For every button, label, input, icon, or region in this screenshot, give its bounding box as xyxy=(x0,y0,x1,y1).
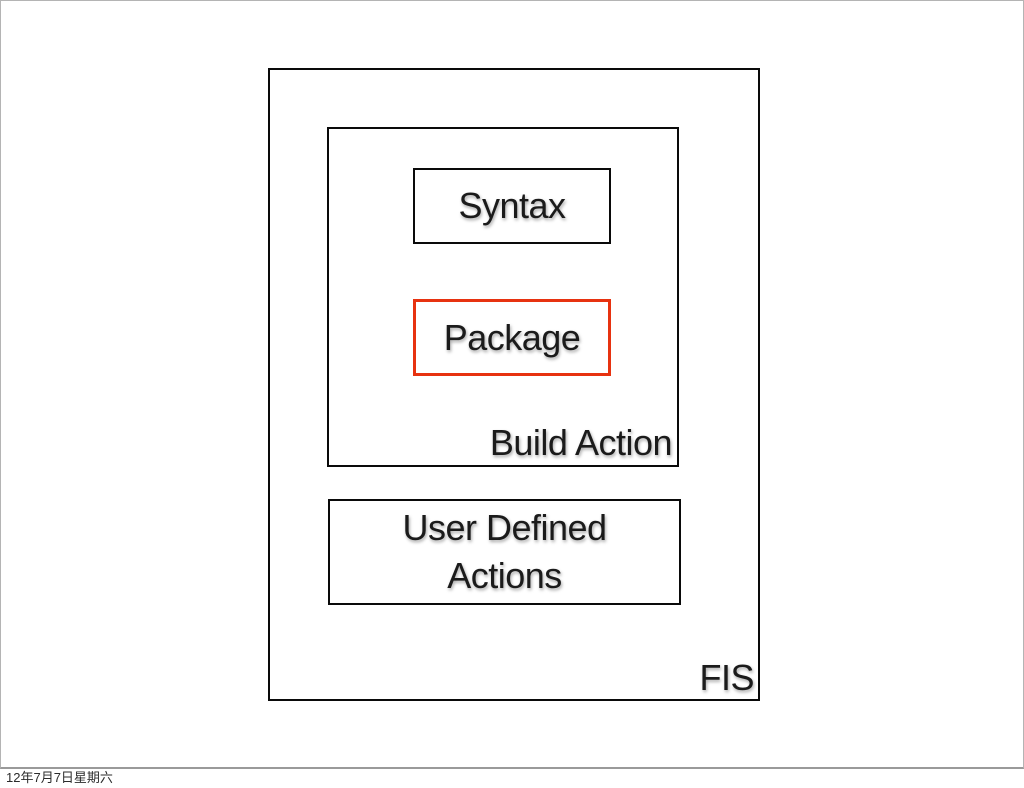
syntax-box: Syntax xyxy=(413,168,611,244)
package-box-label: Package xyxy=(443,316,581,358)
fis-box-label: FIS xyxy=(699,657,754,699)
syntax-box-label: Syntax xyxy=(458,185,566,226)
fis-box: Syntax Package Build Action User Defined… xyxy=(268,68,760,701)
package-box: Package xyxy=(413,299,611,376)
build-action-box: Syntax Package Build Action xyxy=(327,127,679,467)
slide-canvas: Syntax Package Build Action User Defined… xyxy=(0,0,1024,769)
date-caption: 12年7月7日星期六 xyxy=(6,770,113,785)
user-defined-actions-box-label: User Defined Actions xyxy=(402,507,607,596)
build-action-box-label: Build Action xyxy=(489,422,673,464)
user-defined-actions-box: User Defined Actions xyxy=(328,499,681,605)
